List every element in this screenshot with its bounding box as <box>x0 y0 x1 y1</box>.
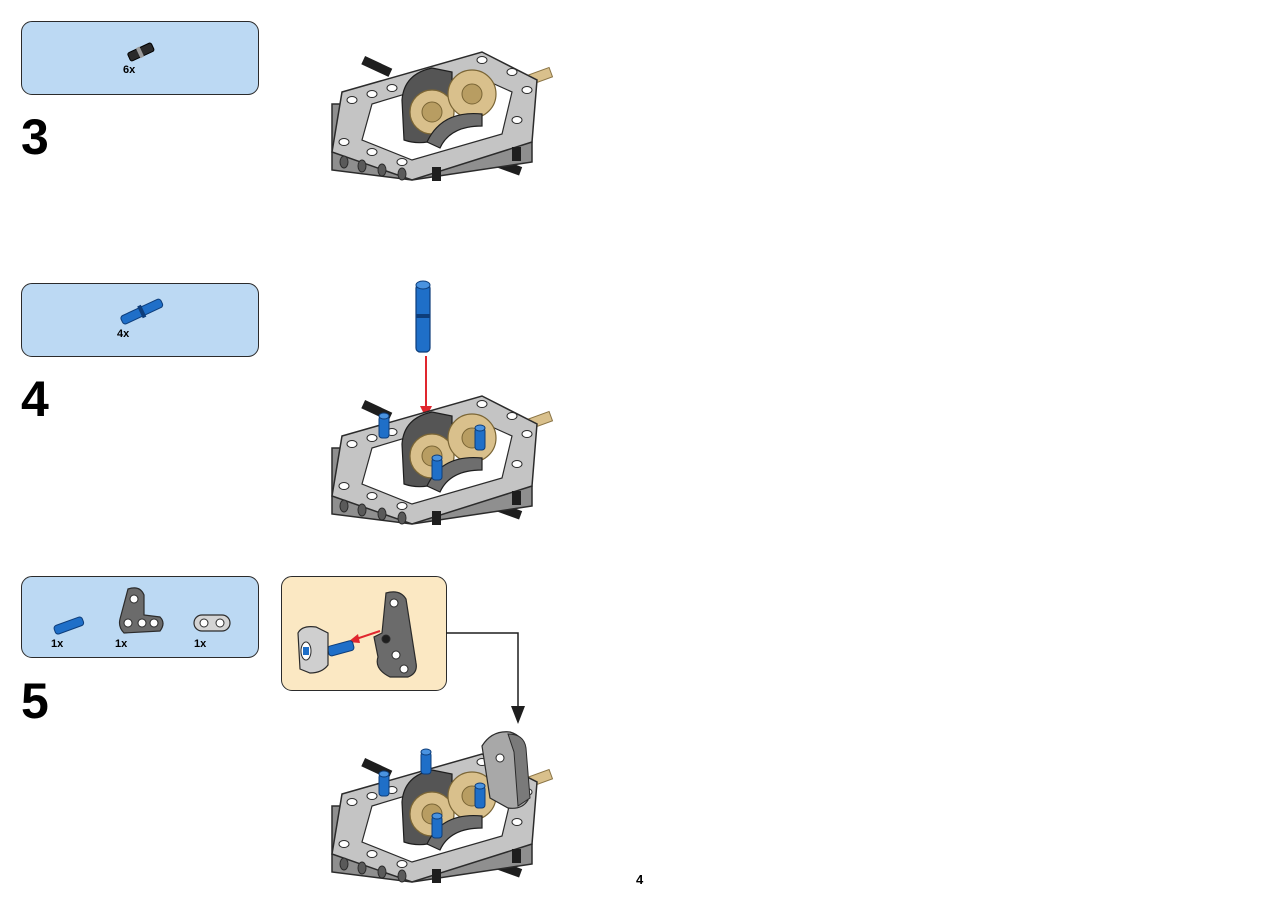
part-quantity: 6x <box>123 64 136 76</box>
part-quantity: 1x <box>194 638 207 650</box>
black-pin-icon <box>127 42 155 62</box>
blue-long-pin-icon <box>120 298 164 325</box>
part-quantity: 1x <box>51 638 64 650</box>
step-number: 4 <box>21 371 49 427</box>
assembly-step-5-illustration <box>331 731 554 884</box>
subassembly-callout <box>281 576 447 691</box>
parts-list-step-4: 4x <box>21 283 259 357</box>
light-gray-connector-icon <box>193 614 231 632</box>
part-quantity: 1x <box>115 638 128 650</box>
part-quantity: 4x <box>117 328 130 340</box>
step-number: 3 <box>21 109 49 165</box>
step-number: 5 <box>21 673 49 729</box>
callout-arrow <box>446 632 525 724</box>
dark-gray-t-beam-icon <box>118 587 164 634</box>
blue-long-pin-insert <box>415 280 431 353</box>
parts-list-step-3: 6x <box>21 21 259 95</box>
page-number: 4 <box>636 872 644 887</box>
parts-list-step-5: 1x 1x 1x <box>21 576 259 658</box>
subassembly-illustration <box>297 591 417 678</box>
assembly-step-4-illustration <box>331 280 554 526</box>
blue-pin-icon <box>53 616 85 635</box>
assembly-step-3-illustration <box>331 51 554 182</box>
